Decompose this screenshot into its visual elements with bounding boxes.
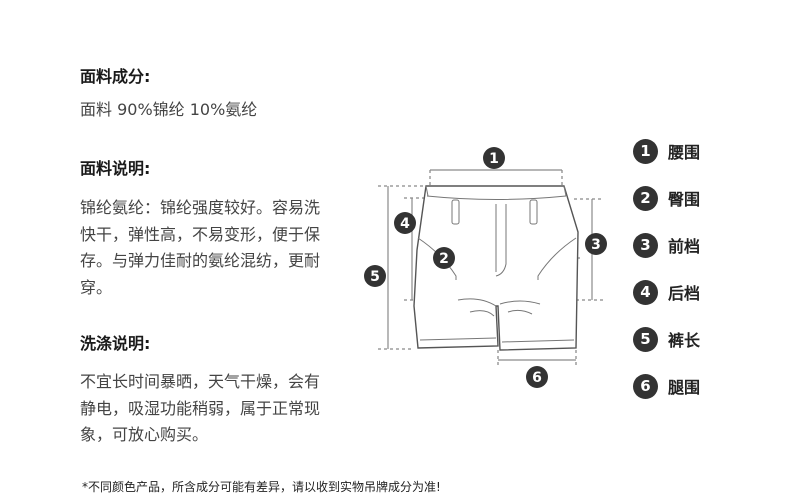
legend-item-leg-opening: 6 腿围 <box>633 373 700 399</box>
legend-label: 腿围 <box>668 378 701 397</box>
svg-text:2: 2 <box>439 251 449 267</box>
fabric-description-text: 锦纶氨纶：锦纶强度较好。容易洗快干，弹性高，不易变形，便于保存。与弹力佳耐的氨纶… <box>80 198 321 297</box>
marker-2-hip: 2 <box>433 247 455 269</box>
disclaimer-footnote: *不同颜色产品，所含成分可能有差异，请以收到实物吊牌成分为准! <box>82 480 441 494</box>
legend-number-badge: 3 <box>633 232 658 258</box>
washing-instructions-text: 不宜长时间暴晒，天气干燥，会有静电，吸湿功能稍弱，属于正常现象，可放心购买。 <box>80 372 321 444</box>
measurement-legend: 1 腰围 2 臀围 3 前档 4 后档 5 裤长 6 腿围 <box>633 138 700 420</box>
marker-3-front-rise: 3 <box>585 233 607 255</box>
legend-number-badge: 1 <box>633 138 658 164</box>
legend-number-badge: 2 <box>633 185 658 211</box>
legend-label: 前档 <box>668 237 701 256</box>
svg-text:4: 4 <box>400 216 410 232</box>
legend-number-badge: 6 <box>633 373 658 399</box>
svg-text:6: 6 <box>532 370 542 386</box>
legend-item-front-rise: 3 前档 <box>633 232 700 258</box>
legend-label: 裤长 <box>668 331 701 350</box>
washing-instructions-heading: 洗涤说明: <box>80 334 151 353</box>
svg-text:5: 5 <box>370 269 380 285</box>
marker-1-waist: 1 <box>483 147 505 169</box>
legend-number-badge: 4 <box>633 279 658 305</box>
fabric-description-heading: 面料说明: <box>80 159 151 178</box>
legend-label: 后档 <box>668 284 701 303</box>
legend-item-length: 5 裤长 <box>633 326 700 352</box>
legend-label: 腰围 <box>668 143 701 162</box>
svg-text:3: 3 <box>591 237 601 253</box>
legend-label: 臀围 <box>668 190 701 209</box>
legend-number-badge: 5 <box>633 326 658 352</box>
fabric-composition-text: 面料 90%锦纶 10%氨纶 <box>80 100 258 119</box>
legend-item-waist: 1 腰围 <box>633 138 700 164</box>
svg-text:1: 1 <box>489 151 499 167</box>
marker-5-length: 5 <box>364 265 386 287</box>
legend-item-hip: 2 臀围 <box>633 185 700 211</box>
shorts-size-diagram: 1 2 3 4 5 6 <box>364 147 607 388</box>
marker-4-back-rise: 4 <box>394 212 416 234</box>
legend-item-back-rise: 4 后档 <box>633 279 700 305</box>
marker-6-leg-opening: 6 <box>526 366 548 388</box>
fabric-composition-heading: 面料成分: <box>80 67 151 86</box>
